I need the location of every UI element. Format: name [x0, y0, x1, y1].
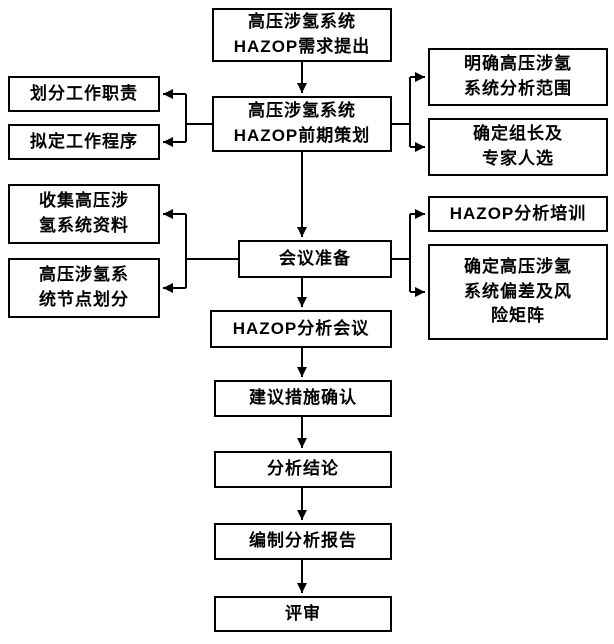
- flow-node-report: 编制分析报告: [214, 523, 392, 560]
- flow-node-collect: 收集高压涉 氢系统资料: [8, 184, 160, 244]
- flow-node-scope: 明确高压涉氢 系统分析范围: [428, 48, 608, 106]
- flow-node-hazop-meeting: HAZOP分析会议: [210, 310, 392, 348]
- flow-node-deviation: 确定高压涉氢 系统偏差及风 险矩阵: [428, 244, 608, 340]
- flow-node-demand: 高压涉氢系统 HAZOP需求提出: [212, 8, 392, 62]
- flow-node-duties: 划分工作职责: [8, 76, 160, 112]
- flow-node-node-division: 高压涉氢系 统节点划分: [8, 258, 160, 318]
- flow-node-procedure: 拟定工作程序: [8, 124, 160, 160]
- flow-node-meeting-prep: 会议准备: [238, 240, 392, 278]
- flow-node-measures: 建议措施确认: [214, 380, 392, 417]
- flow-node-training: HAZOP分析培训: [428, 196, 608, 232]
- flow-node-leader: 确定组长及 专家人选: [428, 118, 608, 176]
- flow-node-review: 评审: [214, 596, 392, 632]
- flow-node-conclusion: 分析结论: [214, 451, 392, 488]
- flow-node-planning: 高压涉氢系统 HAZOP前期策划: [212, 96, 392, 152]
